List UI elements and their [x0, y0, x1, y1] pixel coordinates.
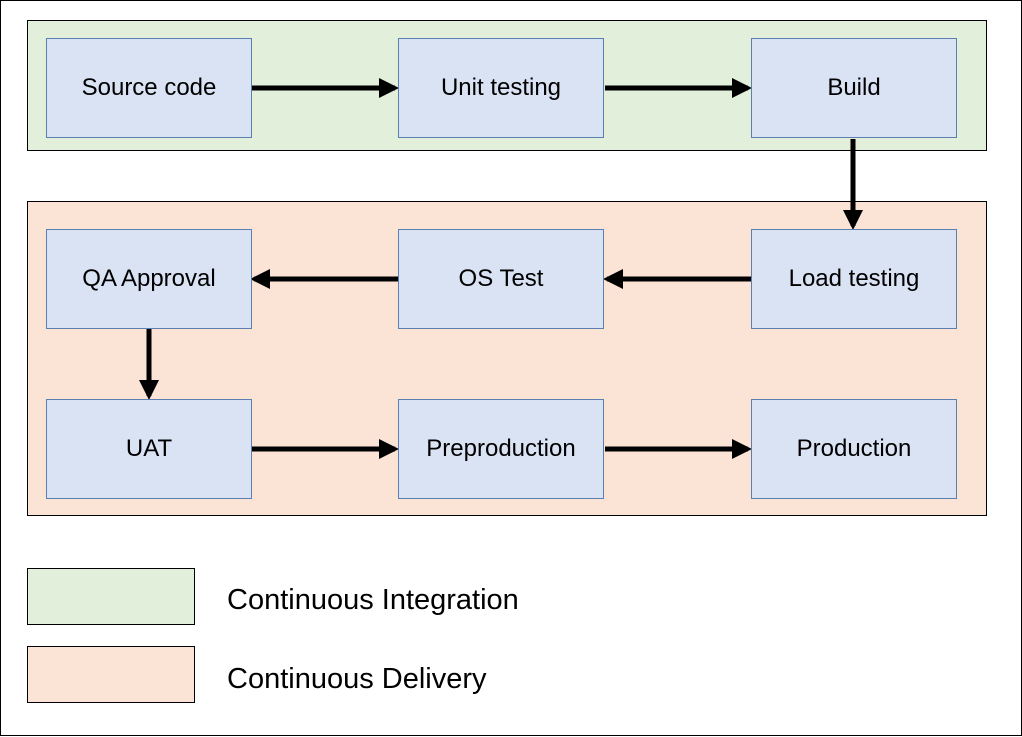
node-uat: UAT: [46, 399, 252, 499]
node-preproduction: Preproduction: [398, 399, 604, 499]
node-qa-approval: QA Approval: [46, 229, 252, 329]
node-load-testing: Load testing: [751, 229, 957, 329]
node-build: Build: [751, 38, 957, 138]
legend-ci-swatch: [27, 568, 195, 625]
node-os-test: OS Test: [398, 229, 604, 329]
legend-cd-swatch: [27, 646, 195, 703]
node-unit-testing: Unit testing: [398, 38, 604, 138]
node-production: Production: [751, 399, 957, 499]
legend-ci-label: Continuous Integration: [227, 584, 519, 616]
legend-cd-label: Continuous Delivery: [227, 663, 487, 695]
node-source-code: Source code: [46, 38, 252, 138]
